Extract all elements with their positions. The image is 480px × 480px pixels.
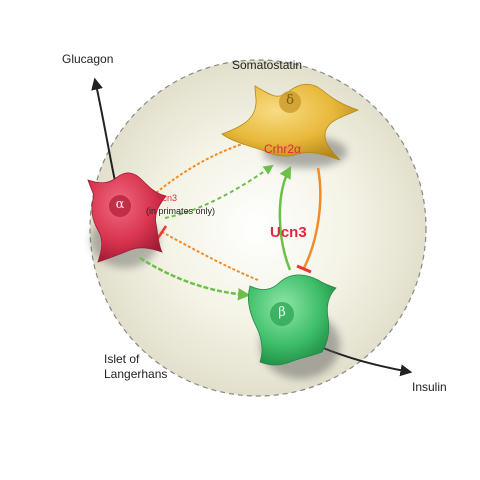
islet-label: Islet of Langerhans — [104, 352, 167, 382]
alpha-to-beta-arrow — [139, 256, 251, 301]
islet-boundary — [89, 59, 427, 397]
delta-cell-letter: δ — [286, 93, 294, 108]
delta-to-beta-inhibition — [302, 167, 322, 269]
delta-cell-nucleus — [279, 91, 301, 113]
delta-cell — [221, 83, 360, 161]
islet-label-line2: Langerhans — [104, 367, 168, 381]
beta-to-delta-arrow — [278, 165, 292, 271]
beta-to-alpha-inhibition-bar — [156, 225, 168, 239]
ucn3-primate-label: Ucn3 — [156, 193, 178, 203]
ucn3-label: Ucn3 — [270, 224, 307, 241]
islet-label-line1: Islet of — [104, 352, 140, 366]
beta-to-alpha-inhibition — [161, 231, 259, 281]
alpha-to-delta-ucn3-arrow — [164, 164, 274, 219]
alpha-cell-nucleus — [109, 195, 131, 217]
somatostatin-label: Somatostatin — [232, 58, 303, 72]
alpha-cell — [87, 172, 167, 263]
insulin-label: Insulin — [412, 380, 447, 394]
primates-only-label: (in primates only) — [146, 206, 216, 216]
alpha-cell-letter: α — [115, 197, 125, 212]
beta-cell-nucleus — [270, 302, 294, 326]
crhr2-receptor-label: Crhr2α — [264, 142, 301, 156]
beta-cell-letter: β — [278, 305, 286, 320]
delta-to-beta-inhibition-bar — [296, 264, 312, 274]
glucagon-label: Glucagon — [62, 52, 114, 66]
